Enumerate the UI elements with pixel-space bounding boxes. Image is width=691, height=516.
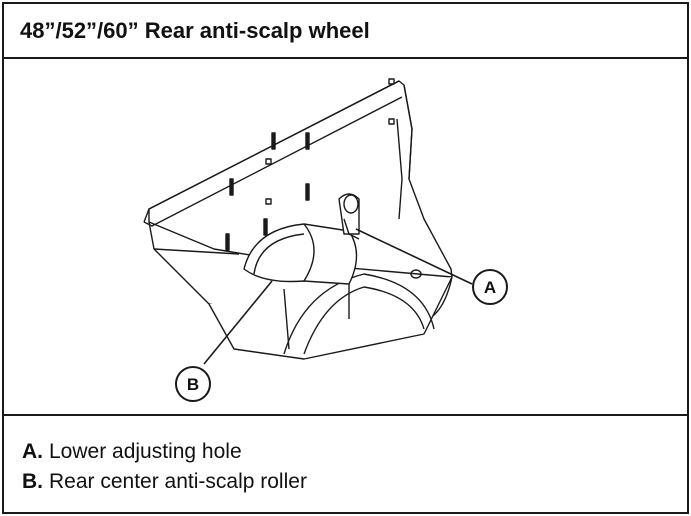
deck-rear-lip bbox=[143, 96, 403, 227]
deck-inner-arch-2 bbox=[303, 286, 425, 355]
legend-item-b: B. Rear center anti-scalp roller bbox=[22, 470, 307, 494]
figure-legend: A. Lower adjusting hole B. Rear center ant… bbox=[4, 416, 687, 512]
figure-illustration: A B bbox=[4, 59, 687, 416]
deck-skirt-bottom bbox=[208, 276, 453, 360]
legend-text-b: Rear center anti-scalp roller bbox=[49, 470, 307, 493]
legend-item-a: A. Lower adjusting hole bbox=[22, 440, 242, 464]
deck-skirt-inner bbox=[153, 248, 240, 255]
leader-line-b bbox=[203, 280, 273, 365]
legend-key-b: B. bbox=[22, 470, 43, 493]
figure-title: 48”/52”/60” Rear anti-scalp wheel bbox=[20, 18, 370, 43]
legend-text-a: Lower adjusting hole bbox=[49, 440, 242, 463]
deck-rear-edge bbox=[143, 80, 400, 223]
legend-key-a: A. bbox=[22, 440, 43, 463]
mower-deck-illustration: A B bbox=[143, 78, 508, 402]
callout-a: A bbox=[472, 269, 508, 305]
figure-header: 48”/52”/60” Rear anti-scalp wheel bbox=[4, 4, 687, 59]
callout-b: B bbox=[175, 366, 211, 402]
deck-inner-arch bbox=[283, 273, 435, 355]
roller-body bbox=[243, 223, 358, 285]
deck-top-plate bbox=[148, 80, 453, 278]
callout-b-label: B bbox=[187, 375, 199, 394]
callout-a-label: A bbox=[484, 278, 496, 297]
leader-line-a bbox=[355, 228, 473, 285]
